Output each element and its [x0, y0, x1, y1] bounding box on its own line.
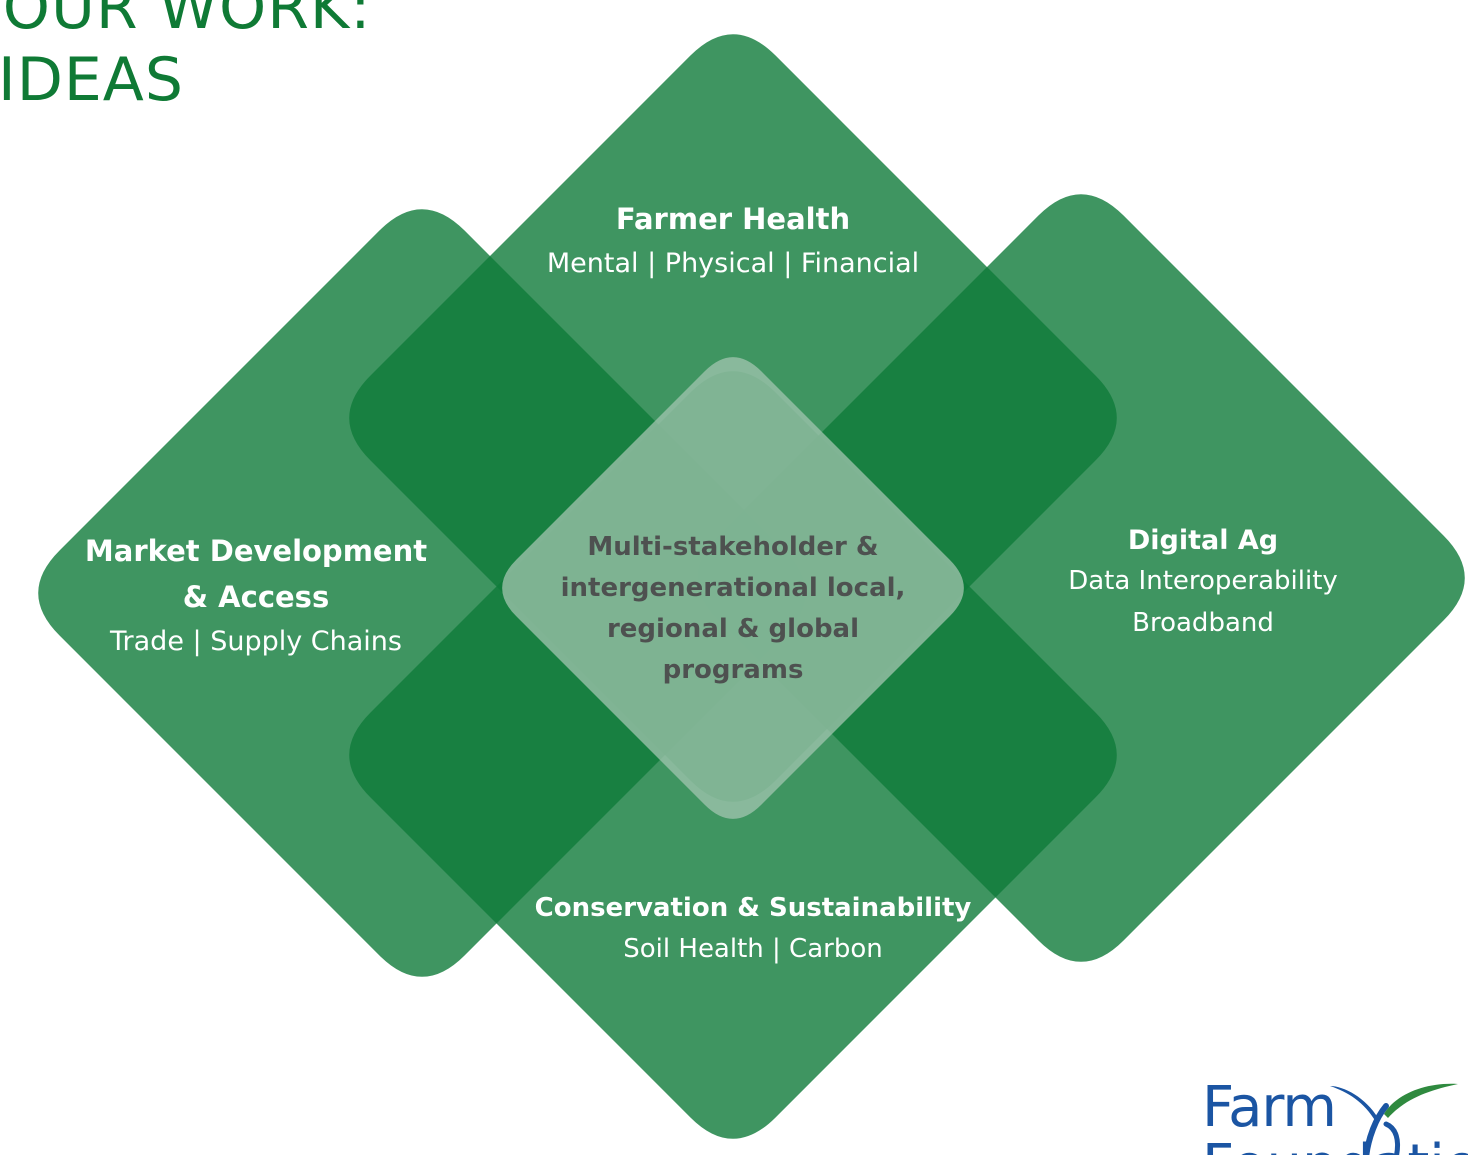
diamond-group [38, 34, 1465, 1139]
pillar-right-subtitle-line2: Broadband [1132, 608, 1274, 638]
center-label: Multi-stakeholder & intergenerational lo… [533, 527, 933, 691]
logo-text-line2: Foundation [1202, 1134, 1468, 1155]
pillar-bottom-subtitle: Soil Health | Carbon [623, 934, 883, 964]
pillar-top-subtitle: Mental | Physical | Financial [546, 248, 920, 279]
logo-text: Farm [1202, 1078, 1337, 1140]
pillar-bottom-heading: Conservation & Sustainability [534, 893, 972, 923]
diamond-center [502, 357, 964, 819]
pillar-right-heading: Digital Ag [1127, 525, 1279, 556]
pillar-right-subtitle-line1: Data Interoperability [1068, 566, 1338, 596]
pillar-left-label: Market Development & Access Trade | Supp… [16, 528, 496, 664]
center-line2: intergenerational local, [560, 573, 906, 603]
page-title: R OUR WORK: IDEAS [0, 0, 371, 116]
farm-foundation-logo: Farm Foundation [1196, 1078, 1468, 1155]
page-title-line2: IDEAS [0, 45, 184, 115]
pillar-left-heading-line1: Market Development [84, 534, 428, 568]
pillar-left-subtitle: Trade | Supply Chains [110, 626, 402, 657]
pillar-bottom-label: Conservation & Sustainability Soil Healt… [453, 888, 1053, 970]
pillar-top-heading: Farmer Health [615, 202, 851, 236]
pillar-top-label: Farmer Health Mental | Physical | Financ… [433, 198, 1033, 288]
sprout-logo-icon [1330, 1083, 1458, 1155]
pillar-left-heading-line2: & Access [182, 580, 330, 614]
center-line4: programs [662, 655, 804, 685]
center-line1: Multi-stakeholder & [587, 532, 879, 562]
center-line3: regional & global [606, 614, 860, 644]
page-title-line1: R OUR WORK: [0, 0, 372, 43]
pillar-right-label: Digital Ag Data Interoperability Broadba… [1003, 522, 1403, 644]
